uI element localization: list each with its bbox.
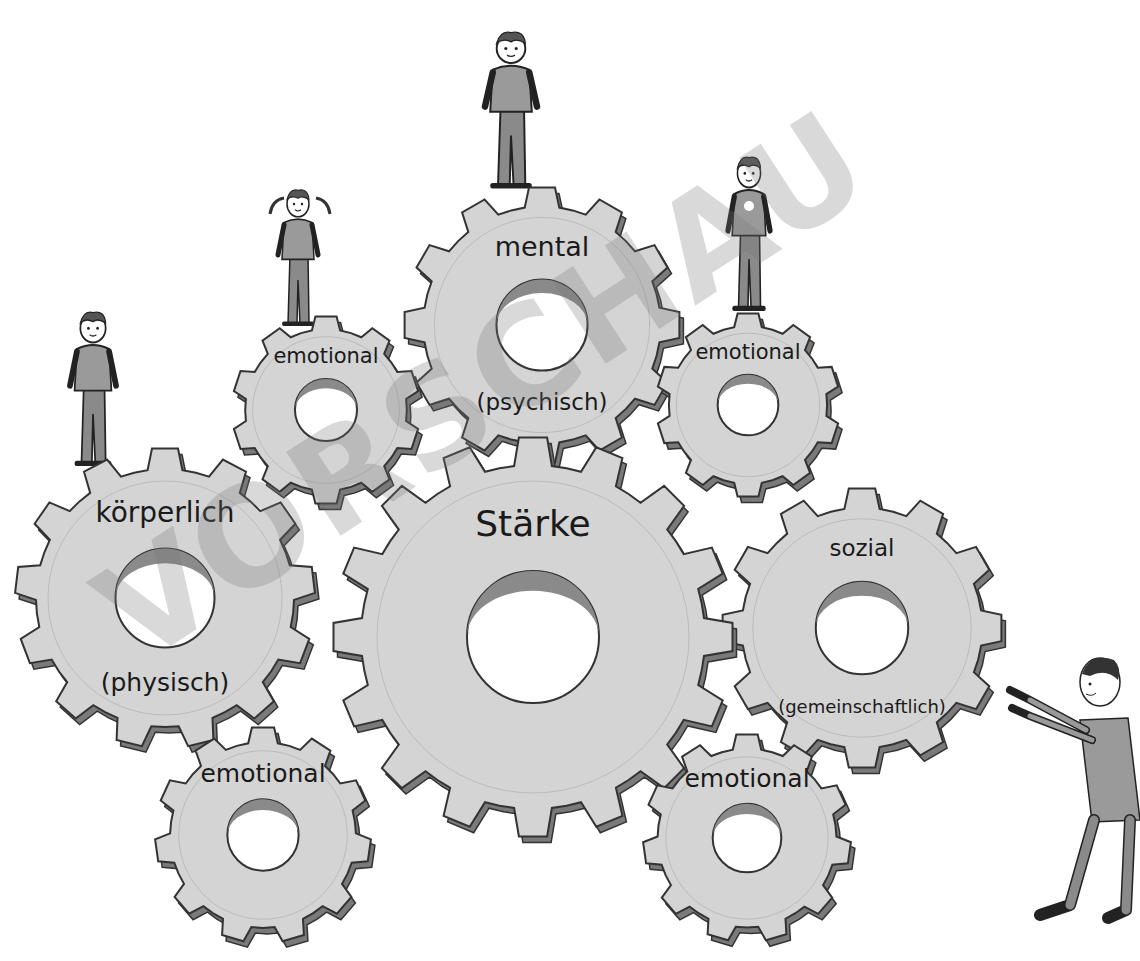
gear-sublabel: (gemeinschaftlich) xyxy=(722,697,1002,717)
gear-sublabel: (psychisch) xyxy=(404,390,680,415)
gear-sublabel: (physisch) xyxy=(15,669,315,697)
gear-shape xyxy=(15,448,323,756)
shirt-dot xyxy=(744,201,754,211)
gear: emotional xyxy=(232,316,420,504)
gear-label: mental xyxy=(404,232,680,262)
gear: emotional xyxy=(643,734,851,942)
child-figure xyxy=(728,157,770,308)
gear: Stärke xyxy=(333,437,733,837)
child-figure xyxy=(485,32,537,186)
gear-label: emotional xyxy=(656,341,840,364)
gear-label: körperlich xyxy=(15,498,315,529)
watermark: VORSCHAU xyxy=(70,79,897,693)
gear: körperlich (physisch) xyxy=(15,448,315,748)
gear-label: emotional xyxy=(643,765,851,793)
child-figure xyxy=(70,312,116,463)
gear: sozial (gemeinschaftlich) xyxy=(722,488,1002,768)
gear-label: sozial xyxy=(722,536,1002,561)
gear-label: Stärke xyxy=(333,504,733,544)
gear-label: emotional xyxy=(232,345,420,368)
man-pushing xyxy=(1010,658,1140,918)
gear: emotional xyxy=(155,727,371,943)
gear: emotional xyxy=(656,313,840,497)
gear-shape xyxy=(404,187,688,471)
child-figure xyxy=(278,190,318,324)
gear-label: emotional xyxy=(155,760,371,788)
gear-shape xyxy=(722,488,1010,776)
gear: mental (psychisch) xyxy=(404,187,680,463)
pigtails xyxy=(270,198,330,214)
